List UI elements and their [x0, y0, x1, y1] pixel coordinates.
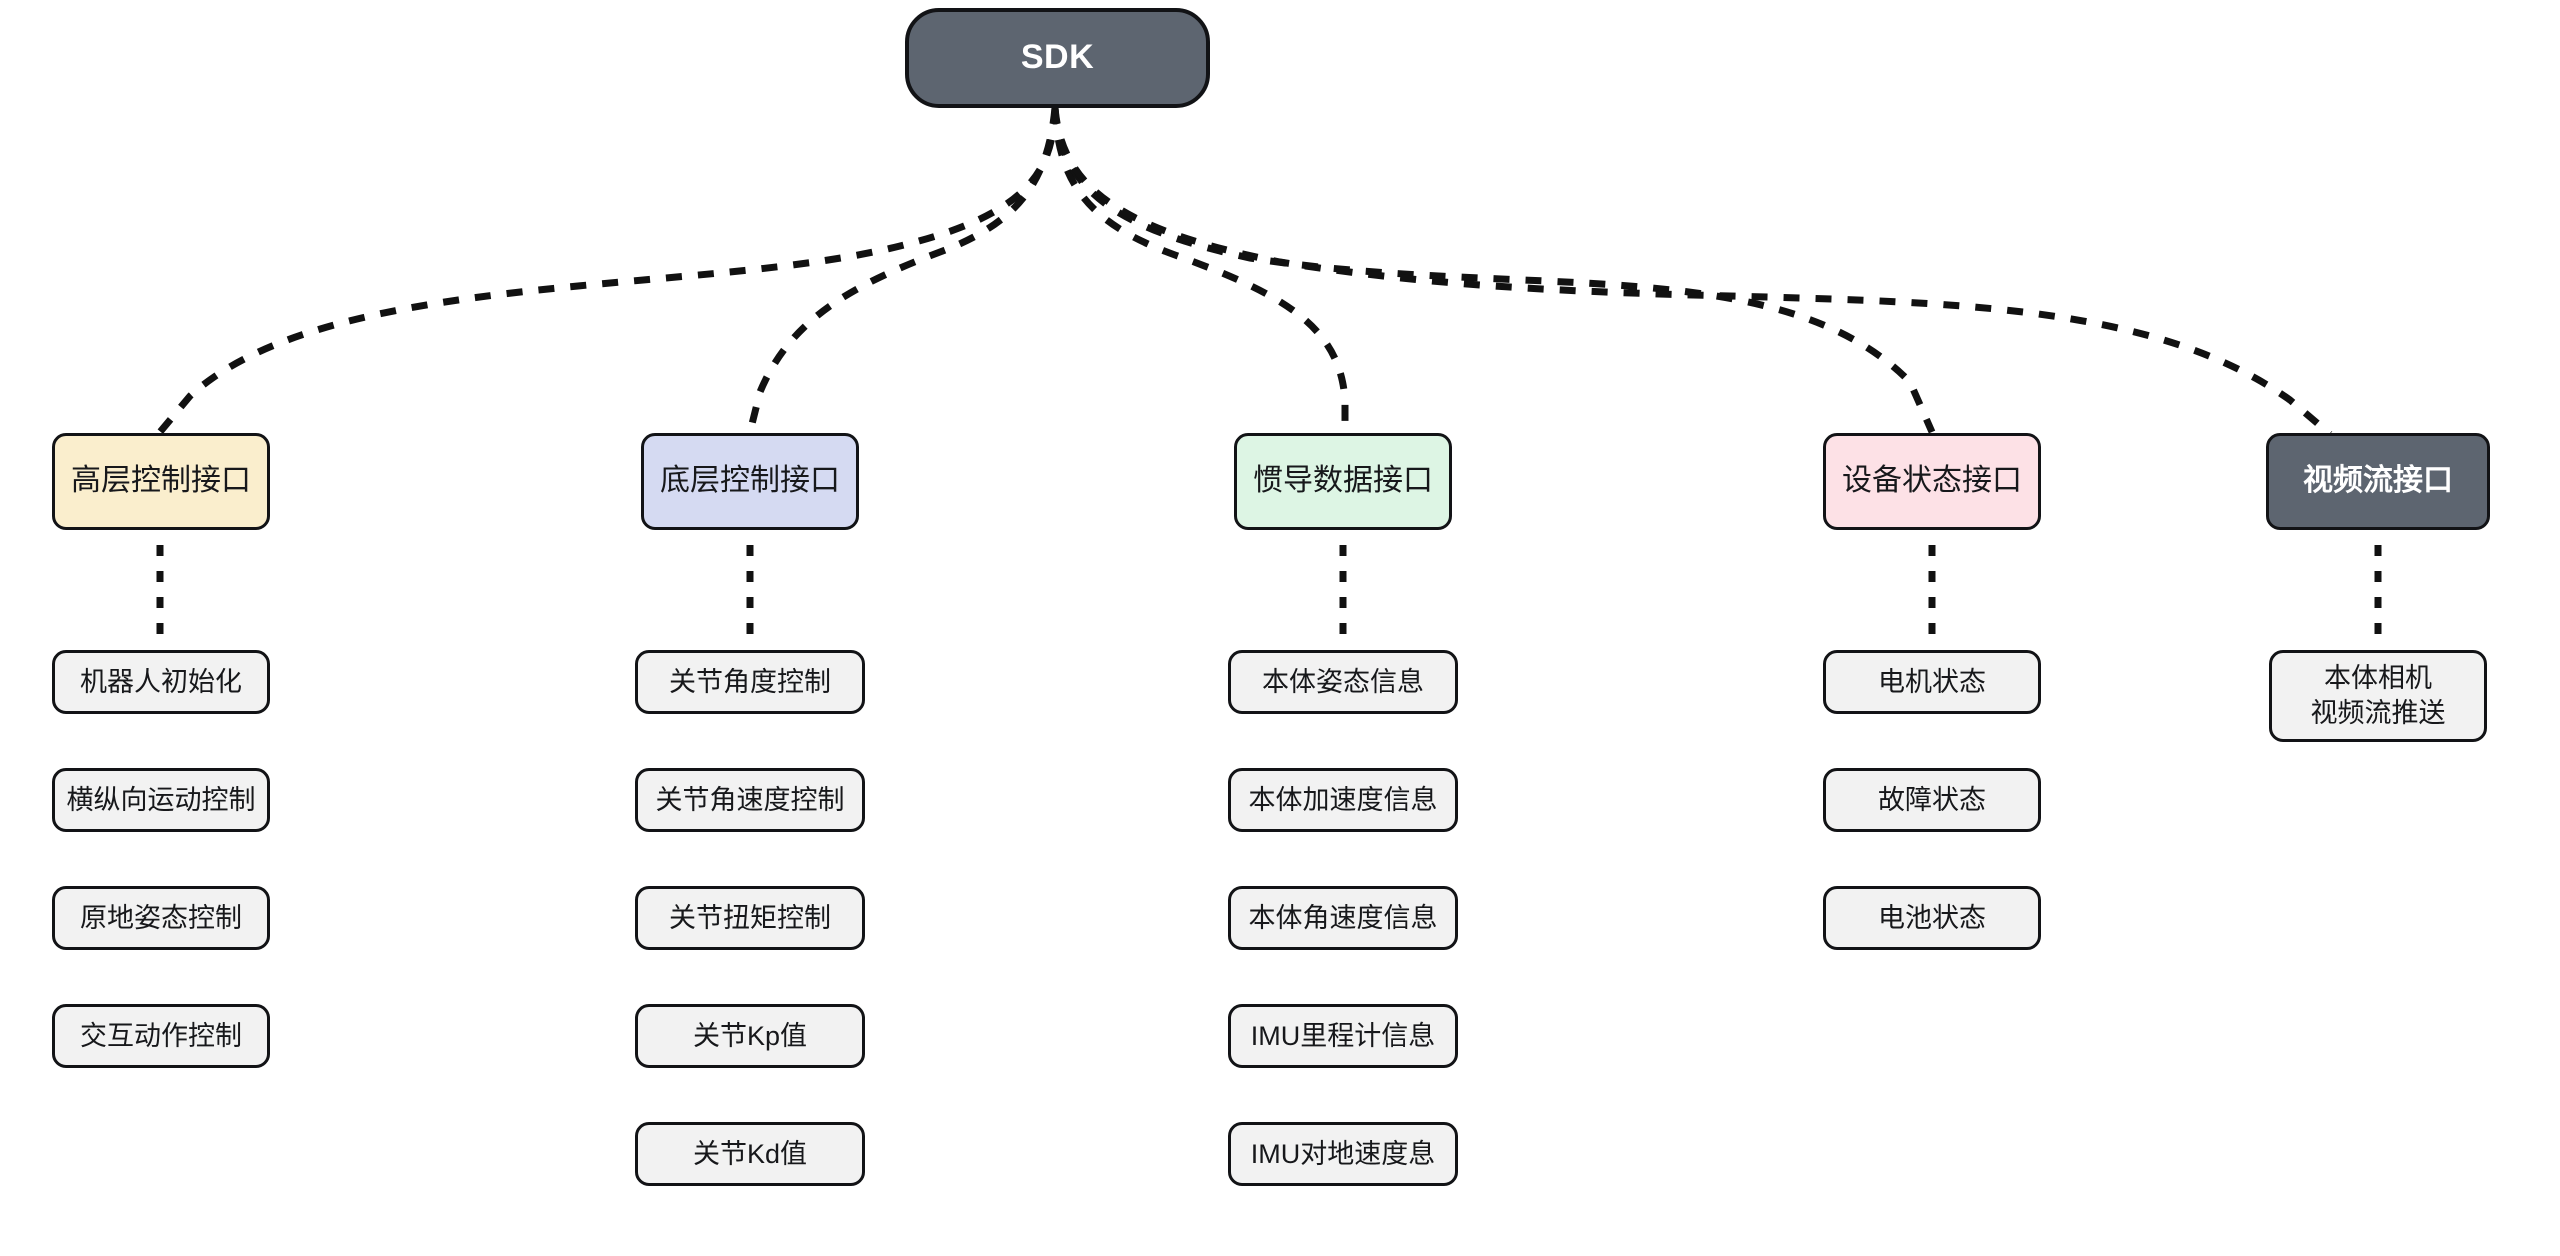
- node-leaf-label: IMU里程计信息: [1250, 1020, 1436, 1051]
- node-leaf-battery-status[interactable]: 电池状态: [1823, 886, 2041, 950]
- node-leaf-label: 机器人初始化: [80, 666, 242, 697]
- node-leaf-label: 关节角速度控制: [655, 784, 845, 815]
- node-leaf-label: 关节扭矩控制: [669, 902, 831, 933]
- node-leaf-label: 原地姿态控制: [80, 902, 242, 933]
- edge-root-to-imu-data: [1051, 107, 1349, 432]
- node-leaf-label: 本体相机 视频流推送: [2310, 663, 2446, 728]
- node-leaf-label: 本体角速度信息: [1248, 902, 1438, 933]
- node-leaf-label: 交互动作控制: [80, 1020, 242, 1051]
- edge-root-to-video-stream: [1051, 107, 2333, 437]
- node-leaf-label: 关节Kd值: [692, 1138, 808, 1169]
- node-leaf-lateral-longitudinal-motion[interactable]: 横纵向运动控制: [52, 768, 270, 832]
- node-leaf-label: 本体姿态信息: [1262, 666, 1424, 697]
- node-root-sdk[interactable]: SDK: [905, 8, 1210, 108]
- node-category-low-level-control[interactable]: 底层控制接口: [641, 433, 859, 530]
- node-leaf-joint-kp-value[interactable]: 关节Kp值: [635, 1004, 865, 1068]
- node-leaf-imu-odometry-info[interactable]: IMU里程计信息: [1228, 1004, 1458, 1068]
- node-leaf-joint-angular-velocity-control[interactable]: 关节角速度控制: [635, 768, 865, 832]
- node-category-label: 惯导数据接口: [1253, 464, 1433, 498]
- node-category-video-stream[interactable]: 视频流接口: [2266, 433, 2490, 530]
- node-leaf-imu-ground-velocity-info[interactable]: IMU对地速度息: [1228, 1122, 1458, 1186]
- node-leaf-inplace-posture-control[interactable]: 原地姿态控制: [52, 886, 270, 950]
- node-leaf-motor-status[interactable]: 电机状态: [1823, 650, 2041, 714]
- node-leaf-fault-status[interactable]: 故障状态: [1823, 768, 2041, 832]
- node-leaf-body-angular-velocity-info[interactable]: 本体角速度信息: [1228, 886, 1458, 950]
- node-category-imu-data[interactable]: 惯导数据接口: [1234, 433, 1452, 530]
- node-leaf-joint-angle-control[interactable]: 关节角度控制: [635, 650, 865, 714]
- node-leaf-label: 电机状态: [1878, 666, 1986, 697]
- node-leaf-robot-init[interactable]: 机器人初始化: [52, 650, 270, 714]
- node-root-label: SDK: [1020, 38, 1095, 77]
- node-leaf-body-camera-video-push[interactable]: 本体相机 视频流推送: [2269, 650, 2487, 742]
- node-leaf-joint-torque-control[interactable]: 关节扭矩控制: [635, 886, 865, 950]
- node-leaf-label: 故障状态: [1878, 784, 1986, 815]
- node-leaf-label: IMU对地速度息: [1250, 1138, 1436, 1169]
- node-category-label: 视频流接口: [2303, 464, 2453, 498]
- node-leaf-label: 关节Kp值: [692, 1020, 808, 1051]
- edge-root-to-low-level-control: [746, 107, 1059, 433]
- node-leaf-body-posture-info[interactable]: 本体姿态信息: [1228, 650, 1458, 714]
- edge-root-to-high-level-control: [157, 107, 1059, 435]
- node-category-device-status[interactable]: 设备状态接口: [1823, 433, 2041, 530]
- node-leaf-label: 关节角度控制: [669, 666, 831, 697]
- node-leaf-body-acceleration-info[interactable]: 本体加速度信息: [1228, 768, 1458, 832]
- edge-root-to-device-status: [1051, 107, 1936, 434]
- node-leaf-joint-kd-value[interactable]: 关节Kd值: [635, 1122, 865, 1186]
- node-leaf-label: 横纵向运动控制: [66, 784, 256, 815]
- node-leaf-label: 本体加速度信息: [1248, 784, 1438, 815]
- node-category-high-level-control[interactable]: 高层控制接口: [52, 433, 270, 530]
- node-category-label: 底层控制接口: [660, 464, 840, 498]
- node-category-label: 设备状态接口: [1842, 464, 2022, 498]
- node-leaf-interactive-motion-control[interactable]: 交互动作控制: [52, 1004, 270, 1068]
- node-category-label: 高层控制接口: [71, 464, 251, 498]
- node-leaf-label: 电池状态: [1878, 902, 1986, 933]
